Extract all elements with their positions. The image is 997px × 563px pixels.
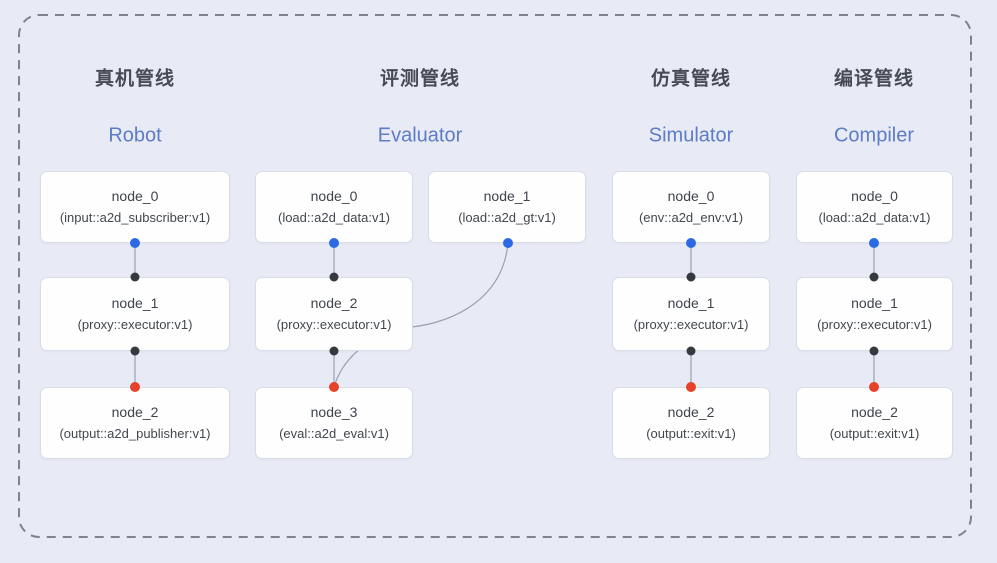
node-spec: (proxy::executor:v1) (77, 317, 193, 333)
node-card-compiler-node0[interactable]: node_0 (load::a2d_data:v1) (796, 171, 953, 243)
node-name: node_0 (851, 187, 898, 204)
node-name: node_3 (310, 403, 358, 420)
node-spec: (eval::a2d_eval:v1) (279, 426, 389, 442)
node-card-evaluator-node2[interactable]: node_2 (proxy::executor:v1) (255, 277, 413, 351)
node-spec: (proxy::executor:v1) (633, 317, 749, 333)
node-name: node_0 (111, 187, 159, 204)
node-card-compiler-node2[interactable]: node_2 (output::exit:v1) (796, 387, 953, 459)
node-name: node_0 (310, 187, 358, 204)
pipeline-title-zh-simulator: 仿真管线 (650, 68, 732, 90)
node-spec: (load::a2d_data:v1) (818, 210, 931, 226)
pipeline-title-zh-evaluator: 评测管线 (379, 68, 461, 90)
node-spec: (env::a2d_env:v1) (638, 210, 744, 226)
node-spec: (load::a2d_data:v1) (277, 210, 391, 226)
pipeline-title-zh-compiler: 编译管线 (833, 68, 915, 90)
node-name: node_1 (483, 187, 531, 204)
pipeline-title-en-simulator: Simulator (648, 124, 734, 147)
node-name: node_1 (667, 294, 715, 311)
node-name: node_1 (111, 294, 159, 311)
node-name: node_2 (111, 403, 159, 420)
node-card-compiler-node1[interactable]: node_1 (proxy::executor:v1) (796, 277, 953, 351)
node-card-simulator-node0[interactable]: node_0 (env::a2d_env:v1) (612, 171, 770, 243)
node-name: node_2 (851, 403, 898, 420)
node-spec: (proxy::executor:v1) (276, 317, 392, 333)
node-card-evaluator-node3[interactable]: node_3 (eval::a2d_eval:v1) (255, 387, 413, 459)
node-spec: (output::exit:v1) (829, 426, 920, 442)
node-spec: (proxy::executor:v1) (817, 317, 932, 333)
node-card-robot-node2[interactable]: node_2 (output::a2d_publisher:v1) (40, 387, 230, 459)
pipeline-title-en-evaluator: Evaluator (377, 124, 463, 147)
node-card-robot-node0[interactable]: node_0 (input::a2d_subscriber:v1) (40, 171, 230, 243)
node-spec: (input::a2d_subscriber:v1) (59, 210, 211, 226)
node-spec: (load::a2d_gt:v1) (458, 210, 556, 226)
pipeline-title-zh-robot: 真机管线 (94, 68, 176, 90)
pipeline-title-en-robot: Robot (108, 124, 162, 147)
node-name: node_0 (667, 187, 715, 204)
node-card-robot-node1[interactable]: node_1 (proxy::executor:v1) (40, 277, 230, 351)
node-card-evaluator-node1[interactable]: node_1 (load::a2d_gt:v1) (428, 171, 586, 243)
node-name: node_2 (667, 403, 715, 420)
node-name: node_1 (851, 294, 898, 311)
node-spec: (output::a2d_publisher:v1) (59, 426, 211, 442)
pipeline-title-en-compiler: Compiler (833, 124, 915, 147)
node-name: node_2 (310, 294, 358, 311)
node-card-simulator-node1[interactable]: node_1 (proxy::executor:v1) (612, 277, 770, 351)
node-card-simulator-node2[interactable]: node_2 (output::exit:v1) (612, 387, 770, 459)
node-spec: (output::exit:v1) (646, 426, 736, 442)
node-card-evaluator-node0[interactable]: node_0 (load::a2d_data:v1) (255, 171, 413, 243)
